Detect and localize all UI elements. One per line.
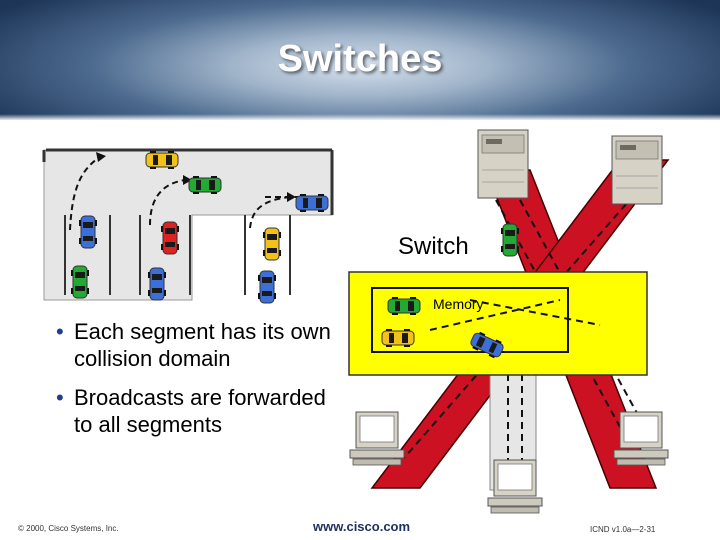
car-icon	[500, 223, 520, 257]
car-icon	[262, 227, 282, 261]
car-icon	[70, 265, 90, 299]
workstation-icon	[349, 411, 405, 466]
memory-label: Memory	[433, 296, 484, 312]
car-icon	[145, 150, 179, 170]
road-scene	[42, 148, 334, 304]
slide-title: Switches	[277, 38, 443, 80]
bullet-item: Each segment has its own collision domai…	[56, 318, 346, 372]
switch-label: Switch	[398, 233, 469, 260]
car-icon	[78, 215, 98, 249]
server-icon	[611, 135, 663, 205]
car-icon	[387, 296, 421, 316]
switch-box	[348, 223, 648, 376]
car-icon	[147, 267, 167, 301]
car-icon	[257, 270, 277, 304]
footer-url: www.cisco.com	[313, 519, 411, 534]
car-icon	[381, 328, 415, 348]
server-icon	[477, 129, 529, 199]
title-bar: Switches	[0, 0, 720, 120]
car-icon	[160, 221, 180, 255]
footer-course-code: ICND v1.0a—2-31	[590, 525, 656, 534]
car-icon	[188, 175, 222, 195]
workstation-icon	[487, 459, 543, 514]
bullet-item: Broadcasts are forwarded to all segments	[56, 384, 346, 438]
footer-copyright: © 2000, Cisco Systems, Inc.	[18, 524, 119, 533]
bullet-list: Each segment has its own collision domai…	[56, 318, 346, 450]
car-icon	[295, 193, 329, 213]
workstation-icon	[613, 411, 669, 466]
